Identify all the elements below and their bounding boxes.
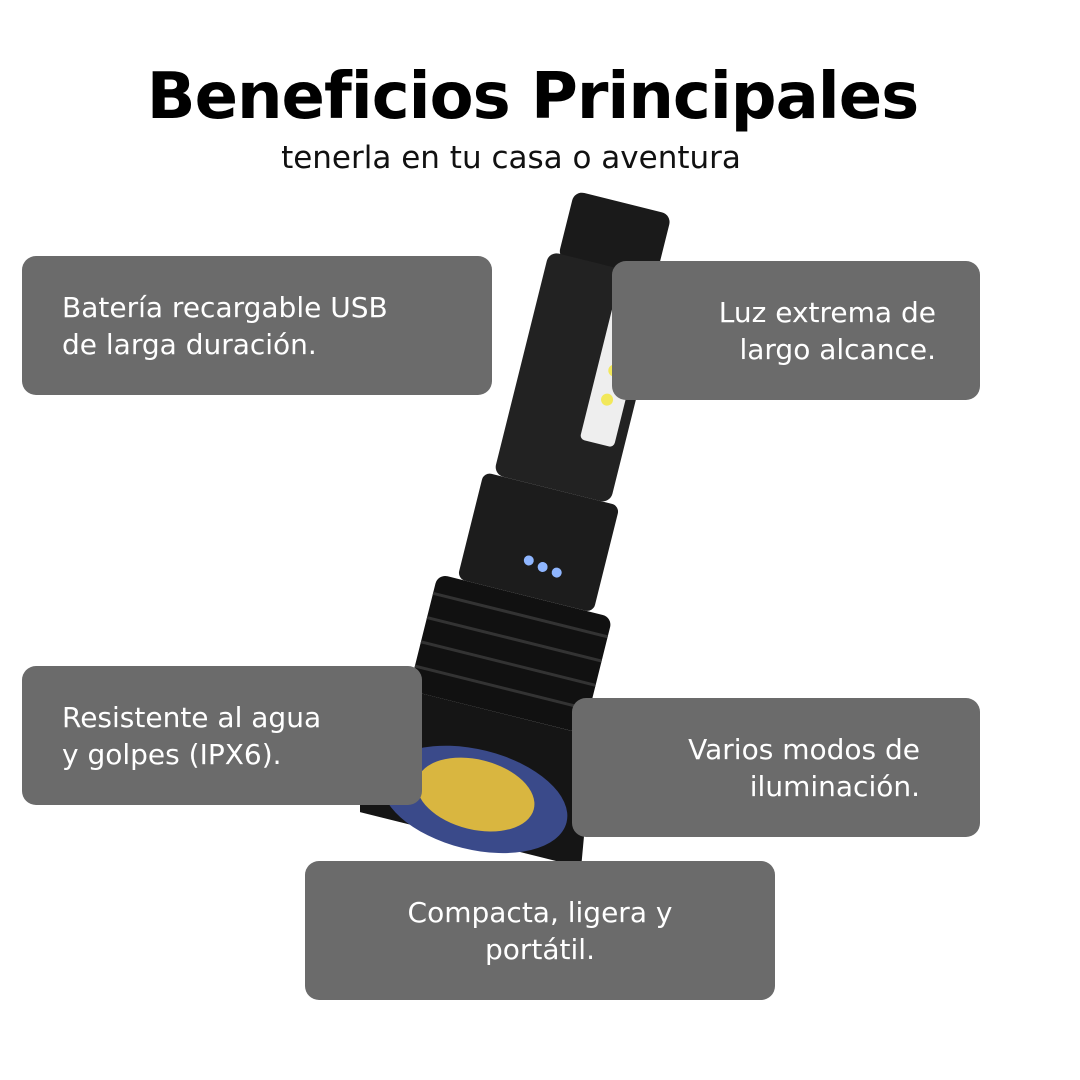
benefit-text: y golpes (IPX6). [62,737,282,771]
benefit-text: Luz extrema de [718,295,936,329]
benefit-text: iluminación. [749,769,920,803]
benefit-text: largo alcance. [739,332,936,366]
benefit-text: portátil. [484,932,595,966]
benefit-text: Batería recargable USB [62,290,388,324]
benefit-text: Compacta, ligera y [407,895,673,929]
benefit-text: Resistente al agua [62,700,322,734]
flashlight-image [360,192,670,868]
page-subtitle: tenerla en tu casa o aventura [281,140,741,176]
benefit-text: de larga duración. [62,327,317,361]
page-title: Beneficios Principales [146,60,919,134]
benefit-text: Varios modos de [688,732,920,766]
